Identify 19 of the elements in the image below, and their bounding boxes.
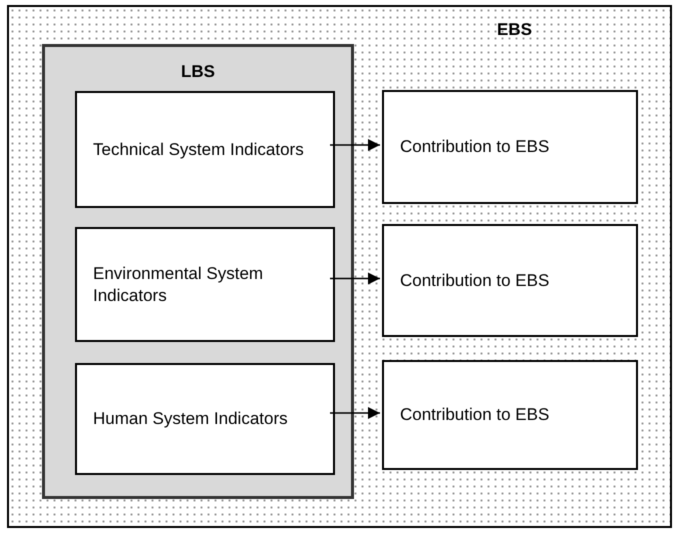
process-box [75, 363, 335, 475]
box-label: Contribution to EBS [400, 404, 550, 426]
box-label: Contribution to EBS [400, 270, 550, 292]
box-label: Environmental System Indicators [93, 262, 264, 306]
arrow [330, 272, 380, 284]
process-box [382, 90, 638, 204]
arrow [330, 407, 380, 419]
box-label: Technical System Indicators [93, 138, 304, 160]
arrow [330, 139, 380, 151]
panel-title: EBS [497, 19, 532, 41]
process-box [75, 91, 335, 208]
process-box [75, 227, 335, 342]
group-panel [42, 44, 354, 499]
box-label: Contribution to EBS [400, 136, 550, 158]
process-box [382, 360, 638, 470]
process-box [382, 224, 638, 337]
box-label: Human System Indicators [93, 408, 288, 430]
outer-panel [7, 5, 672, 528]
panel-title: LBS [180, 61, 216, 83]
